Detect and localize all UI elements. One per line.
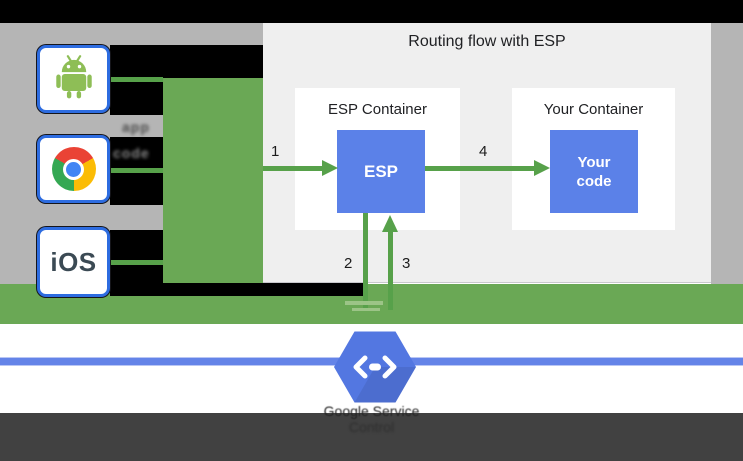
step-label-2: 2: [344, 255, 353, 272]
chrome-icon-core: [66, 161, 81, 177]
step-label-3: 3: [402, 255, 411, 272]
blurred-label-line2: code: [113, 145, 150, 161]
redaction-rect: [110, 283, 363, 296]
step-label-1: 1: [271, 143, 280, 160]
green-vertical-bar: [163, 78, 263, 284]
ios-connector-line: [110, 260, 163, 265]
cloud-endpoints-hexagon-icon: [332, 328, 418, 406]
android-client-box: [37, 45, 110, 113]
ios-label: iOS: [50, 246, 97, 277]
arrow-4-head-icon: [534, 160, 550, 176]
blurred-label-line1: app: [122, 119, 150, 135]
green-dash: [352, 308, 380, 311]
android-icon: [54, 54, 94, 104]
chrome-client-box: [37, 135, 110, 203]
your-container-label: Your Container: [543, 101, 644, 118]
top-black-bar: [0, 0, 743, 23]
ios-client-box: iOS: [37, 227, 110, 297]
right-gray-background: [711, 23, 743, 284]
arrow-1-head-icon: [322, 160, 338, 176]
your-code-box: Your code: [550, 130, 638, 213]
esp-box: ESP: [337, 130, 425, 213]
footer-label-line2: Control: [348, 419, 395, 435]
esp-container-label: ESP Container: [328, 101, 427, 118]
arrow-3-line: [388, 232, 393, 310]
green-dash: [345, 301, 383, 305]
chrome-icon: [51, 147, 96, 191]
step-label-4: 4: [479, 143, 488, 160]
android-connector-line: [110, 77, 163, 82]
footer-label-line1: Google Service: [323, 403, 420, 419]
arrow-2-line: [363, 213, 368, 310]
arrow-3-head-icon: [382, 215, 398, 232]
panel-title: Routing flow with ESP: [408, 33, 566, 50]
chrome-icon-ring: [63, 158, 84, 180]
footer-dark-bar: [0, 413, 743, 461]
arrow-1-line: [263, 166, 323, 171]
chrome-connector-line: [110, 168, 163, 173]
arrow-4-line: [425, 166, 535, 171]
